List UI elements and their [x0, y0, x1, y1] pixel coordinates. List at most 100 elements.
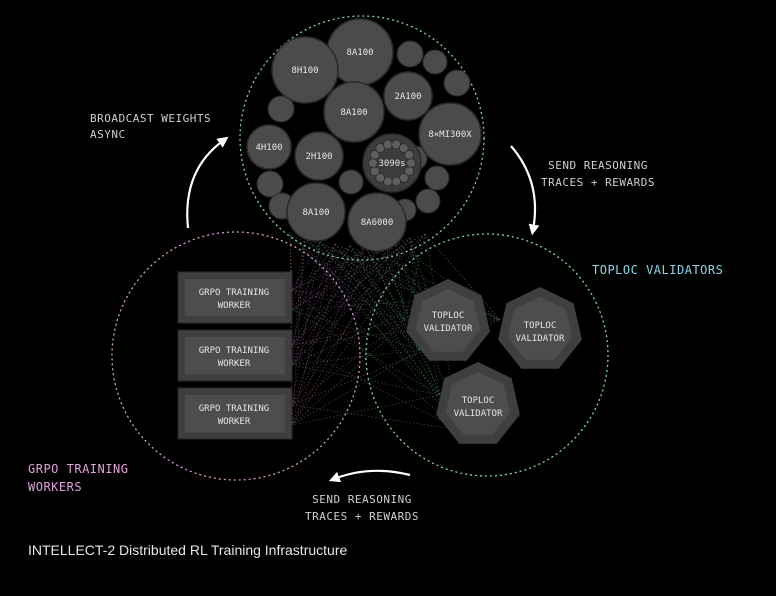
connection-line: [291, 289, 461, 431]
gpu-3090-dot: [368, 158, 378, 168]
toploc-validator: TOPLOC VALIDATOR: [498, 287, 582, 369]
toploc-validator: TOPLOC VALIDATOR: [436, 362, 520, 444]
send-bottom-label-line2: TRACES + REWARDS: [305, 510, 419, 523]
worker-label-line1: GRPO TRAINING: [199, 404, 269, 414]
connection-line: [291, 243, 381, 406]
worker-label-line2: WORKER: [218, 417, 251, 427]
connection-line: [409, 237, 421, 351]
connection-line: [304, 237, 406, 321]
validator-pool-ring: [365, 233, 609, 477]
connection-line: [289, 234, 441, 396]
training-pool: GRPO TRAINING WORKER GRPO TRAINING WORKE…: [111, 231, 361, 481]
connection-line: [291, 243, 381, 346]
connection-line: [291, 299, 431, 426]
training-pool-ring: [111, 231, 361, 481]
connection-line: [291, 243, 336, 426]
connection-line: [289, 234, 431, 301]
send-bottom-label: SEND REASONING TRACES + REWARDS: [305, 493, 419, 523]
connection-line: [364, 245, 501, 321]
gpu-3090-dot: [404, 166, 415, 177]
connection-line: [409, 237, 431, 301]
connection-line: [404, 233, 426, 321]
gpu-node-label: 8A6000: [361, 218, 394, 228]
validator-label-line1: TOPLOC: [462, 396, 495, 406]
gpu-3090-dot: [391, 176, 402, 187]
gpu-node-label: 8A100: [346, 48, 373, 58]
connection-line: [291, 299, 431, 366]
gpu-node-2h100: 2H100: [294, 131, 344, 181]
gpu-3090-dot: [375, 172, 386, 183]
broadcast-label: BROADCAST WEIGHTS ASYNC: [90, 112, 211, 141]
connection-line: [349, 245, 441, 396]
validator-label-line2: VALIDATOR: [424, 324, 473, 334]
connection-line: [291, 245, 351, 406]
gpu-node-3090s: 3090s: [362, 133, 422, 193]
grpo-group-title-line1: GRPO TRAINING: [28, 462, 128, 476]
connection-line: [291, 233, 426, 311]
connection-line: [291, 243, 381, 291]
grpo-worker-box: GRPO TRAINING WORKER: [177, 271, 293, 324]
gpu-node-8a6000: 8A6000: [347, 192, 407, 252]
validator-pool: TOPLOC VALIDATOR TOPLOC VALIDATOR TOPLOC…: [365, 233, 609, 477]
connection-line: [291, 319, 501, 406]
connection-line: [291, 245, 366, 426]
figure-caption: INTELLECT-2 Distributed RL Training Infr…: [28, 542, 348, 558]
connection-line: [291, 245, 351, 346]
gpu-3090-dot: [398, 143, 409, 154]
gpu-node-label: 3090s: [378, 159, 405, 169]
validator-label-line2: VALIDATOR: [454, 409, 503, 419]
gpu-3090-dot: [382, 139, 393, 150]
connection-line: [291, 233, 426, 426]
gpu-node-4h100: 4H100: [246, 124, 292, 170]
connection-line: [319, 241, 421, 351]
worker-label-line2: WORKER: [218, 359, 251, 369]
send-right-label-line2: TRACES + REWARDS: [541, 176, 655, 189]
grpo-worker-box: GRPO TRAINING WORKER: [177, 329, 293, 382]
toploc-group-title: TOPLOC VALIDATORS: [592, 263, 723, 277]
connection-line: [424, 233, 501, 321]
grpo-worker-box: GRPO TRAINING WORKER: [177, 387, 293, 440]
validator-label-line1: TOPLOC: [432, 311, 465, 321]
gpu-node-8a100-center: 8A100: [323, 81, 385, 143]
send-right-label: SEND REASONING TRACES + REWARDS: [541, 159, 655, 189]
connection-line: [291, 245, 351, 291]
worker-label-line2: WORKER: [218, 301, 251, 311]
gpu-3090-ring: [368, 139, 416, 187]
gpu-node-8h100: 8H100: [271, 36, 339, 104]
connection-line: [291, 241, 396, 311]
gpu-3090-dot: [406, 158, 416, 168]
send-bottom-label-line1: SEND REASONING: [312, 493, 412, 506]
connection-line: [319, 241, 441, 396]
connection-line: [291, 394, 441, 426]
connection-line: [291, 245, 366, 311]
grpo-group-title-line2: WORKERS: [28, 480, 82, 494]
connection-line: [291, 245, 366, 366]
connection-line: [394, 241, 406, 321]
toploc-validator: TOPLOC VALIDATOR: [406, 279, 490, 361]
send-right-label-line1: SEND REASONING: [548, 159, 648, 172]
worker-label-line1: GRPO TRAINING: [199, 346, 269, 356]
worker-label-line1: GRPO TRAINING: [199, 288, 269, 298]
connection-line: [379, 243, 421, 351]
broadcast-label-line2: ASYNC: [90, 128, 126, 141]
connection-line: [291, 241, 321, 406]
connection-line: [291, 237, 411, 406]
gpu-node-label: 8A100: [302, 208, 329, 218]
grpo-group-title: GRPO TRAINING WORKERS: [28, 462, 128, 494]
gpu-node-8xmi300x: 8×MI300X: [418, 102, 482, 166]
connection-line: [291, 349, 421, 366]
broadcast-label-line1: BROADCAST WEIGHTS: [90, 112, 211, 125]
connection-line: [291, 364, 441, 396]
gpu-node-label: 8H100: [291, 66, 318, 76]
connection-line: [291, 241, 396, 366]
connection-line: [291, 319, 406, 406]
connection-line: [291, 237, 306, 311]
connection-line: [289, 234, 421, 351]
connection-line: [291, 243, 336, 311]
gpu-3090-dot: [404, 149, 415, 160]
gpu-3090-dot: [369, 149, 380, 160]
connection-line: [291, 309, 421, 351]
gpu-node-label: 8×MI300X: [428, 130, 472, 140]
connection-line: [291, 241, 321, 291]
